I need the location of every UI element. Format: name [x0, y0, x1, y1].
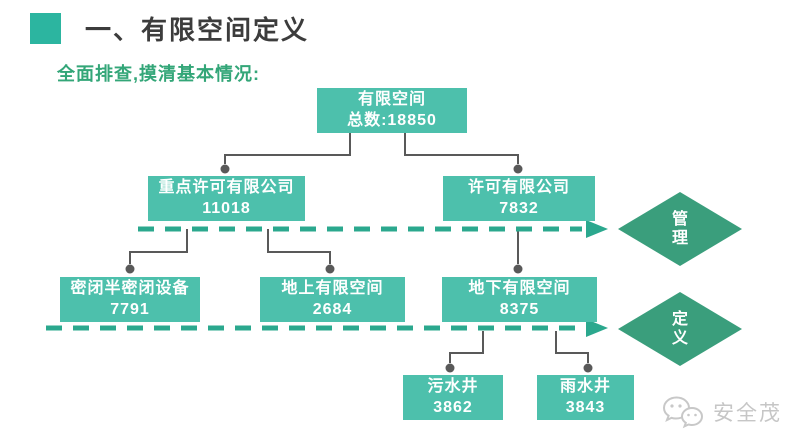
node-value: 总数:18850 [347, 111, 437, 129]
dot-key-licensed [220, 164, 230, 174]
wechat-icon [662, 396, 704, 429]
node-key-licensed-companies: 重点许可有限公司 11018 [148, 176, 305, 221]
connector-root-to-key-licensed [224, 133, 351, 164]
node-sealed-equipment: 密闭半密闭设备 7791 [60, 277, 200, 322]
connector-underground-to-sewage [449, 331, 484, 363]
node-label: 地上有限空间 [281, 280, 384, 298]
node-limited-space-total: 有限空间 总数:18850 [317, 88, 467, 133]
node-rainwater-well: 雨水井 3843 [537, 375, 634, 420]
node-label: 许可有限公司 [467, 179, 570, 197]
node-label: 密闭半密闭设备 [70, 280, 190, 298]
node-value: 3862 [433, 398, 473, 416]
node-sewage-well: 污水井 3862 [403, 375, 503, 420]
arrowhead-definition [586, 319, 608, 337]
connector-root-to-licensed [404, 133, 519, 164]
dot-aboveground [325, 264, 335, 274]
dot-rainwater-well [583, 363, 593, 373]
diamond-management [618, 192, 742, 266]
watermark: 安全茂 [661, 395, 782, 429]
subtitle: 全面排查,摸清基本情况: [57, 64, 260, 84]
connector-end-dots [125, 164, 593, 373]
watermark-text: 安全茂 [713, 402, 782, 425]
node-label: 重点许可有限公司 [158, 179, 295, 197]
connector-key-to-sealed-equipment [129, 229, 188, 264]
diamond-label-definition: 定义 [671, 311, 688, 347]
node-value: 3843 [565, 398, 606, 416]
node-value: 11018 [202, 199, 251, 217]
node-value: 7832 [499, 199, 539, 217]
title-row: 一、有限空间定义 [30, 10, 309, 47]
node-value: 2684 [312, 300, 353, 318]
node-label: 有限空间 [357, 91, 426, 109]
dot-underground [513, 264, 523, 274]
node-label: 地下有限空间 [468, 280, 571, 298]
node-aboveground-space: 地上有限空间 2684 [260, 277, 405, 322]
arrowhead-management [586, 220, 608, 238]
connector-key-to-aboveground [267, 229, 331, 264]
title-bullet-square-icon [30, 13, 61, 44]
diamond-label-management: 管理 [671, 211, 688, 247]
node-licensed-companies: 许可有限公司 7832 [443, 176, 595, 221]
node-value: 7791 [110, 300, 150, 318]
node-label: 污水井 [427, 378, 479, 396]
dot-sewage-well [445, 363, 455, 373]
node-label: 雨水井 [559, 378, 611, 396]
connector-underground-to-rainwater [555, 331, 589, 363]
tree-connector-lines [129, 133, 589, 363]
diamond-definition [618, 292, 742, 366]
dashed-arrow-lines [46, 226, 582, 331]
page-title: 一、有限空间定义 [85, 15, 310, 45]
dot-sealed-equipment [125, 264, 135, 274]
node-underground-space: 地下有限空间 8375 [442, 277, 597, 322]
dot-licensed [513, 164, 523, 174]
node-value: 8375 [499, 300, 540, 318]
